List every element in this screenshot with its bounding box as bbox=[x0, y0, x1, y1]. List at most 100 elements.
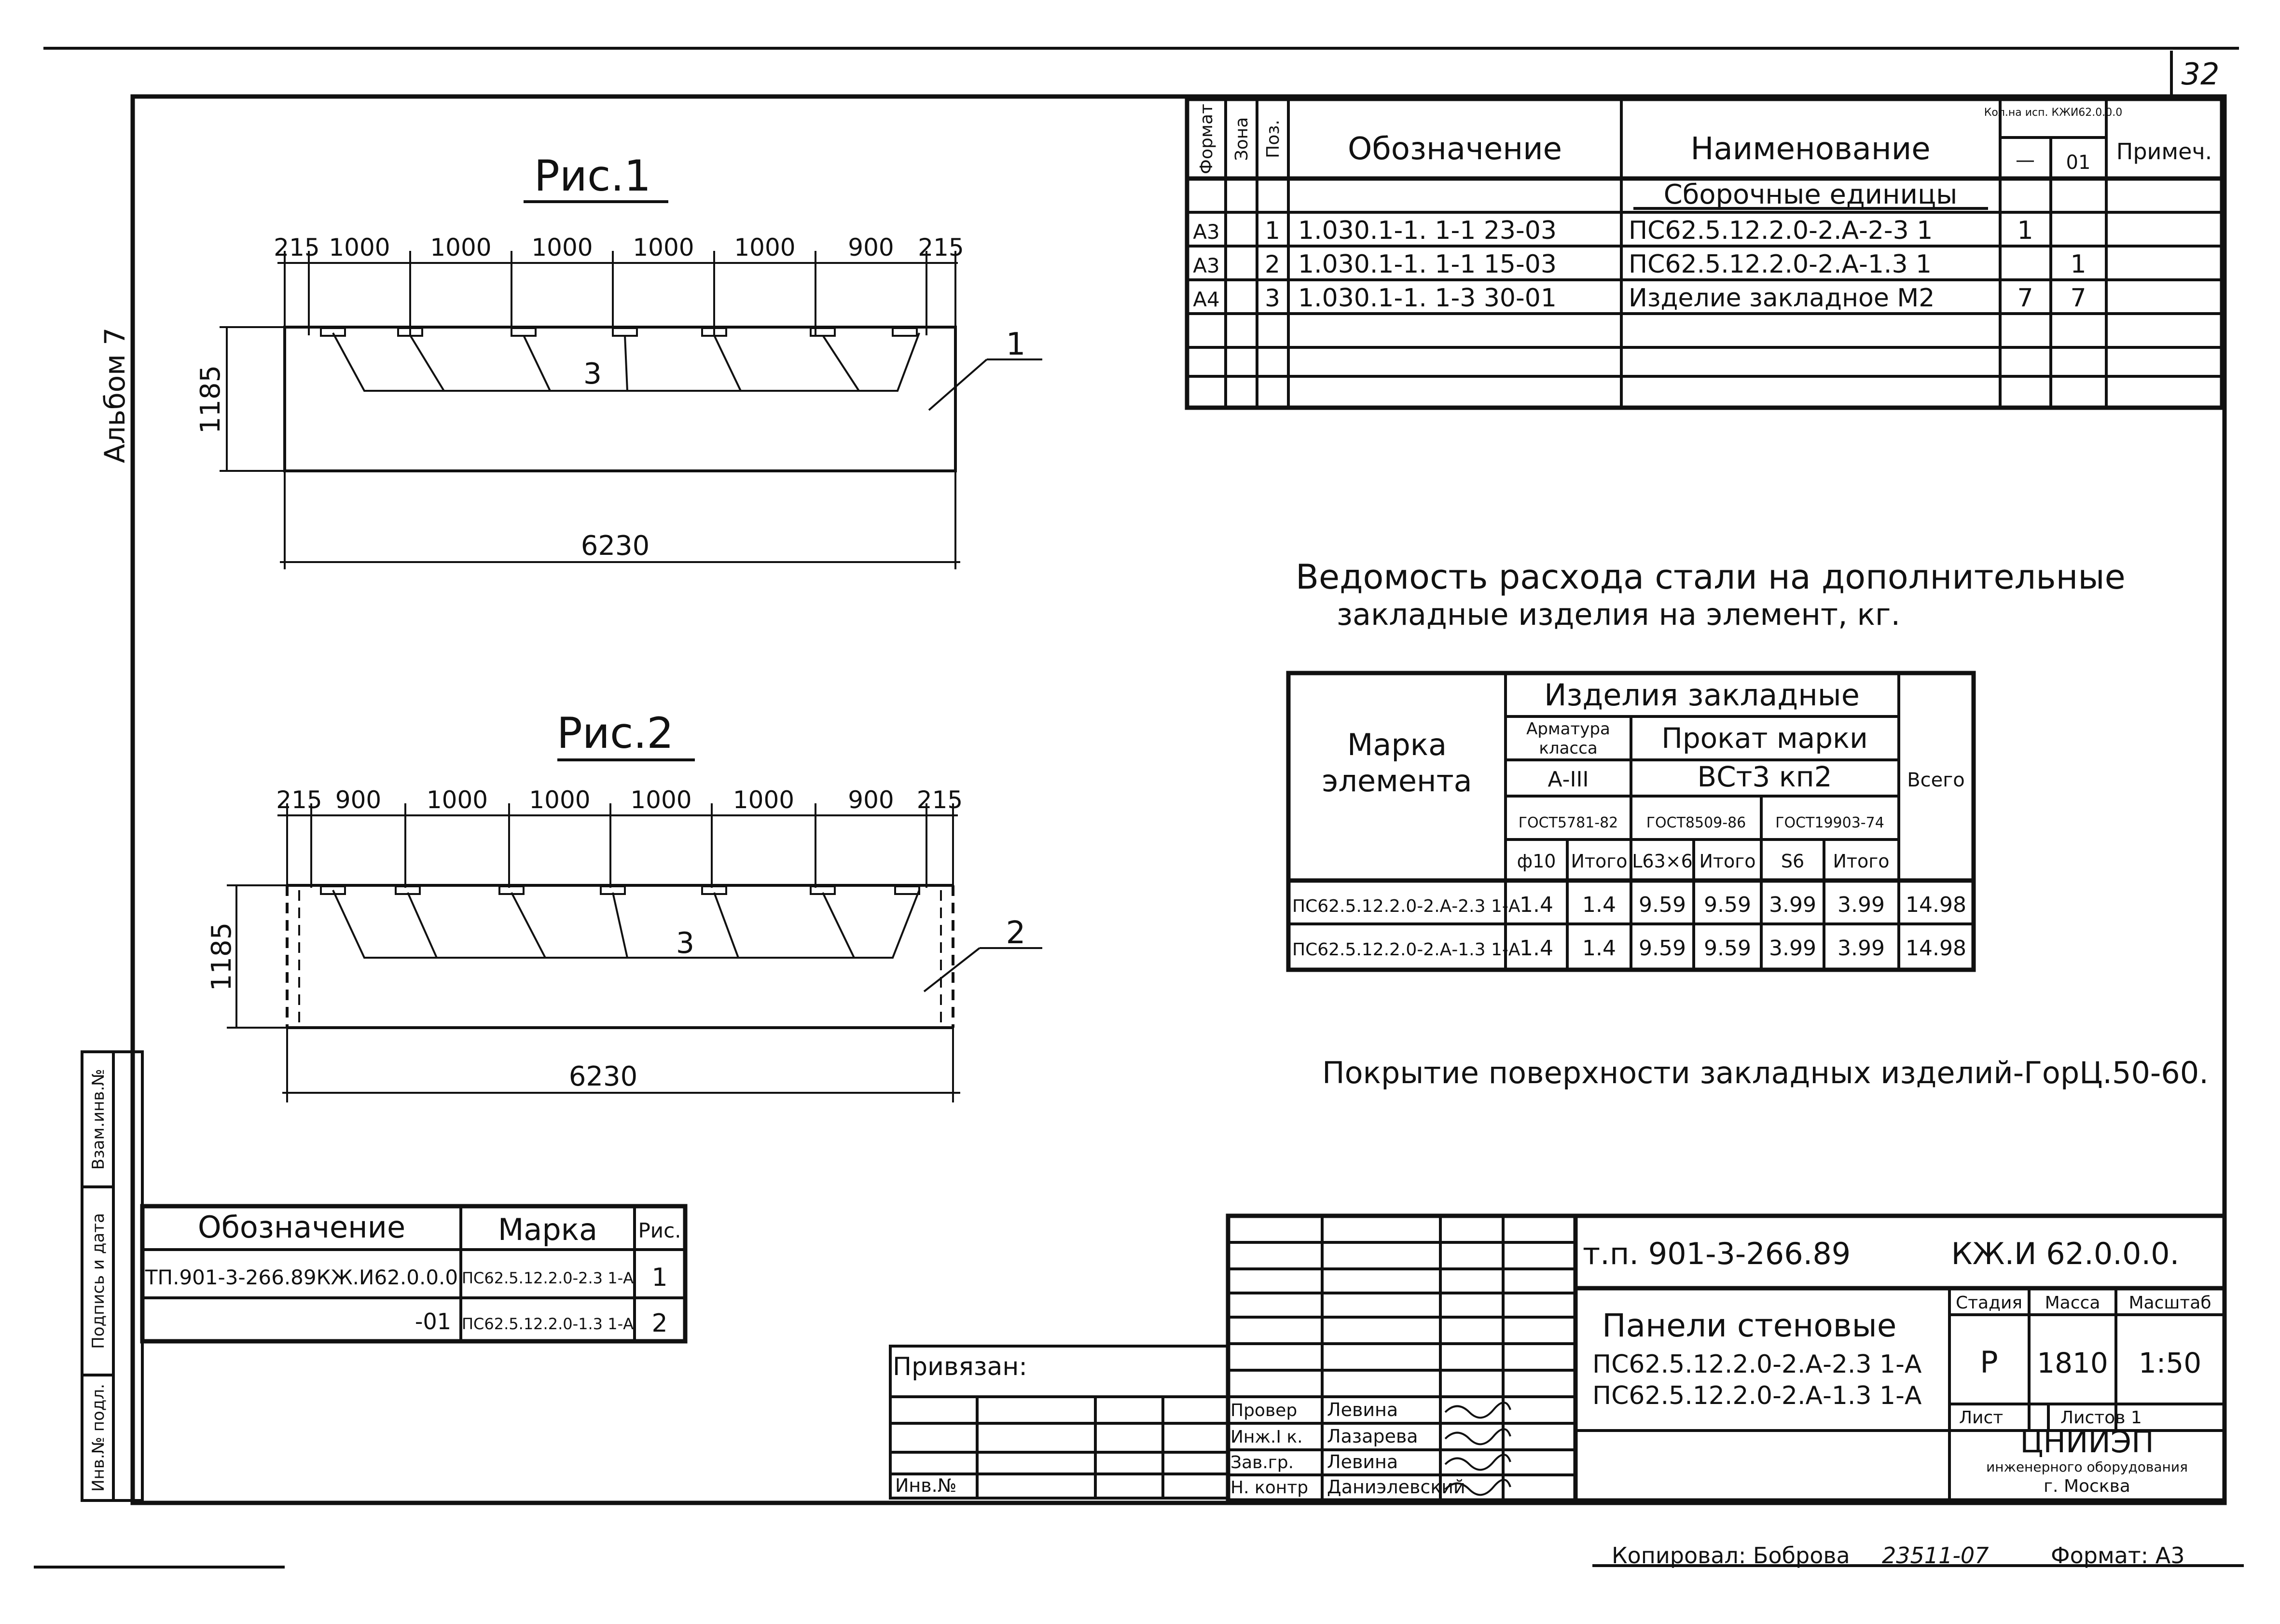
fig2-width-dim: 6230 bbox=[569, 1061, 638, 1092]
truss-diagonal bbox=[822, 892, 855, 958]
handwritten-signature bbox=[1444, 1479, 1511, 1496]
spec-h-qty-col2: 01 bbox=[2066, 151, 2091, 174]
tb-title-3: ПС62.5.12.2.0-2.А-1.3 1-А bbox=[1592, 1381, 1922, 1410]
privyazan-block: Привязан: Инв.№ bbox=[889, 1345, 1230, 1500]
truss-diagonal bbox=[612, 892, 628, 958]
steel-row-value: 14.98 bbox=[1906, 893, 1966, 917]
footer-copied: Копировал: Боброва bbox=[1612, 1542, 1850, 1569]
spec-format: А3 bbox=[1193, 254, 1219, 277]
footer-order: 23511-07 bbox=[1882, 1542, 1989, 1569]
fig2-height-dim: 1185 bbox=[206, 922, 237, 991]
steel-row-mark: ПС62.5.12.2.0-2.А-2.3 1-А bbox=[1292, 896, 1520, 916]
dim-label: 900 bbox=[848, 786, 894, 814]
embedded-plate bbox=[892, 327, 918, 337]
fig1-truss-chord bbox=[332, 332, 920, 392]
fig2-truss-diagonals bbox=[407, 892, 855, 958]
spec-qty-2: 7 bbox=[2070, 284, 2086, 313]
spec-designation: 1.030.1-1. 1-3 30-01 bbox=[1298, 284, 1557, 313]
steel-subheader: ф10 bbox=[1517, 851, 1556, 872]
fig1-height-dim: 1185 bbox=[195, 365, 226, 434]
steel-subheader: Итого bbox=[1699, 851, 1755, 872]
tb-scale-label: Масштаб bbox=[2128, 1293, 2211, 1313]
main-frame bbox=[130, 94, 2227, 1505]
spec-table-outline bbox=[1185, 96, 2225, 410]
steel-h-gost2: ГОСТ8509-86 bbox=[1646, 814, 1746, 831]
signature-role: Зав.гр. bbox=[1230, 1453, 1294, 1473]
fig1-panel-outline bbox=[283, 326, 957, 472]
truss-diagonal bbox=[409, 334, 445, 392]
steel-h-mark-2: элемента bbox=[1322, 763, 1472, 798]
spec-section: Сборочные единицы bbox=[1664, 179, 1958, 210]
dim-label: 215 bbox=[918, 234, 964, 261]
tb-stage: Р bbox=[1980, 1345, 1998, 1380]
dim-label: 1000 bbox=[430, 234, 491, 261]
spec-designation: 1.030.1-1. 1-1 15-03 bbox=[1298, 250, 1557, 279]
spec-h-qty: Кол.на исп. КЖИ62.0.0.0 bbox=[1984, 107, 2123, 119]
marks-row-2-fig: 2 bbox=[651, 1309, 667, 1338]
signature-role: Н. контр bbox=[1230, 1478, 1308, 1498]
marks-h-fig: Рис. bbox=[638, 1219, 681, 1242]
signature-role: Инж.I к. bbox=[1230, 1427, 1303, 1447]
fig2-truss-chord bbox=[332, 890, 920, 959]
steel-row-value: 1.4 bbox=[1520, 893, 1553, 917]
dim-label: 1000 bbox=[529, 786, 590, 814]
title-block: т.п. 901-3-266.89 КЖ.И 62.0.0.0. Панели … bbox=[1226, 1213, 2227, 1503]
privyazan-label: Привязан: bbox=[893, 1352, 1027, 1381]
fig1-width-dim: 6230 bbox=[581, 530, 650, 562]
steel-h-rebar-class: А-III bbox=[1548, 767, 1589, 792]
spec-name: ПС62.5.12.2.0-2.А-2-3 1 bbox=[1629, 216, 1933, 245]
spec-qty-2: 1 bbox=[2070, 250, 2086, 279]
handwritten-signature bbox=[1444, 1402, 1511, 1419]
spec-h-zone: Зона bbox=[1232, 117, 1252, 161]
spec-format: А4 bbox=[1193, 288, 1219, 311]
marks-row-1-mark: ПС62.5.12.2.0-2.3 1-А bbox=[462, 1269, 634, 1287]
steel-row-value: 1.4 bbox=[1520, 936, 1553, 961]
dim-label: 215 bbox=[274, 234, 319, 261]
steel-row-value: 3.99 bbox=[1838, 936, 1885, 961]
fig1-leader bbox=[928, 358, 988, 411]
dim-label: 215 bbox=[917, 786, 963, 814]
steel-title-2: закладные изделия на элемент, кг. bbox=[1337, 597, 1900, 632]
spec-qty-1: 1 bbox=[2017, 216, 2033, 245]
truss-diagonal bbox=[713, 892, 739, 958]
spec-name: Изделие закладное М2 bbox=[1629, 284, 1935, 313]
spec-format: А3 bbox=[1193, 220, 1219, 244]
dim-label: 900 bbox=[848, 234, 894, 261]
page-number: 32 bbox=[2182, 56, 2220, 92]
embedded-plate bbox=[894, 885, 920, 895]
steel-row-value: 14.98 bbox=[1906, 936, 1966, 961]
steel-h-total: Всего bbox=[1907, 769, 1965, 791]
tb-scale: 1:50 bbox=[2139, 1347, 2201, 1379]
steel-h-rolled-grade: ВСт3 кп2 bbox=[1697, 760, 1832, 793]
steel-row-value: 3.99 bbox=[1769, 893, 1816, 917]
spec-h-pos: Поз. bbox=[1263, 120, 1283, 158]
fig1-member-label: 3 bbox=[583, 357, 602, 391]
dim-label: 1000 bbox=[630, 786, 691, 814]
steel-subheader: Итого bbox=[1833, 851, 1889, 872]
album-label: Альбом 7 bbox=[98, 328, 131, 463]
tb-org-name: ЦНИИЭП bbox=[2020, 1424, 2154, 1459]
fig2-member-label: 3 bbox=[676, 926, 694, 960]
spec-designation: 1.030.1-1. 1-1 23-03 bbox=[1298, 216, 1557, 245]
embedded-plate bbox=[810, 327, 836, 337]
tb-title-2: ПС62.5.12.2.0-2.А-2.3 1-А bbox=[1592, 1350, 1922, 1379]
signature-role: Провер bbox=[1230, 1401, 1297, 1420]
tb-org-city: г. Москва bbox=[2044, 1476, 2130, 1496]
dim-label: 1000 bbox=[329, 234, 390, 261]
steel-row-value: 9.59 bbox=[1704, 936, 1751, 961]
tb-stage-label: Стадия bbox=[1956, 1293, 2022, 1313]
steel-h-rebar: Арматура bbox=[1526, 719, 1610, 739]
embedded-plate bbox=[612, 327, 638, 337]
left-strip-replaced: Взам.инв.№ bbox=[89, 1069, 108, 1170]
marks-row-2-mark: ПС62.5.12.2.0-1.3 1-А bbox=[462, 1315, 634, 1333]
dim-label: 1000 bbox=[427, 786, 488, 814]
truss-diagonal bbox=[713, 335, 742, 391]
steel-row-mark: ПС62.5.12.2.0-2.А-1.3 1-А bbox=[1292, 940, 1520, 960]
truss-diagonal bbox=[624, 335, 628, 391]
title-block-outline bbox=[1226, 1213, 2227, 1503]
spec-h-note: Примеч. bbox=[2116, 138, 2212, 165]
